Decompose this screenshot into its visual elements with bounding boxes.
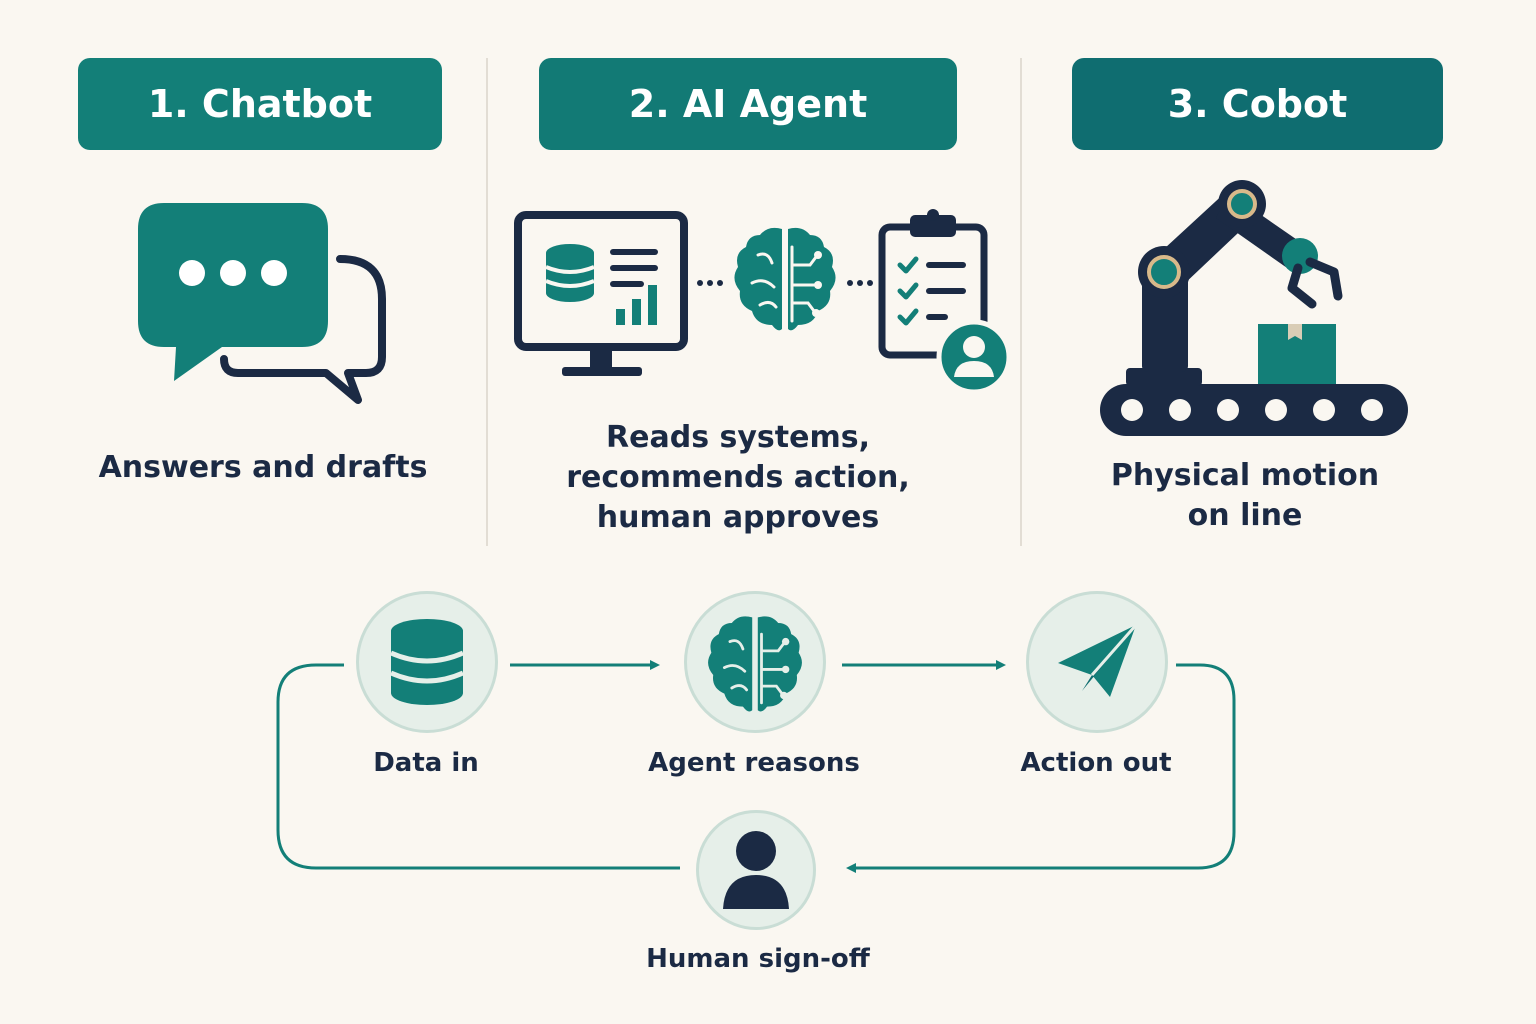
- monitor-icon: [514, 211, 688, 376]
- cobot-caption: Physical motion on line: [1110, 458, 1380, 533]
- paper-plane-icon: [1058, 624, 1138, 697]
- flow-step-data-in: [356, 591, 498, 733]
- ai-agent-caption: Reads systems, recommends action, human …: [566, 420, 910, 535]
- clipboard-icon: [878, 209, 1012, 395]
- flow-label-human-sign-off: Human sign-off: [646, 944, 870, 974]
- column-title: 2. AI Agent: [628, 82, 868, 126]
- database-icon: [389, 619, 465, 705]
- column-header-ai-agent: 2. AI Agent: [539, 58, 957, 150]
- chat-bubbles-icon: [138, 203, 386, 404]
- arrow-human-to-data: [276, 663, 680, 870]
- column-header-cobot: 3. Cobot: [1072, 58, 1443, 150]
- column-title: 1. Chatbot: [147, 82, 373, 126]
- flow-step-agent-reasons: [684, 591, 826, 733]
- chatbot-caption: Answers and drafts: [98, 450, 428, 485]
- robot-arm-icon: [1100, 180, 1408, 436]
- flow-label-data-in: Data in: [373, 748, 479, 778]
- column-divider: [486, 58, 488, 546]
- column-header-chatbot: 1. Chatbot: [78, 58, 442, 150]
- flow-step-human-sign-off: [696, 810, 816, 930]
- column-divider: [1020, 58, 1022, 546]
- brain-icon: [708, 616, 802, 712]
- flow-step-action-out: [1026, 591, 1168, 733]
- agent-workflow-icon: [514, 209, 1012, 395]
- person-icon: [723, 831, 789, 909]
- brain-icon: [734, 227, 836, 331]
- flow-label-agent-reasons: Agent reasons: [648, 748, 860, 778]
- flow-label-action-out: Action out: [1020, 748, 1172, 778]
- arrow-action-to-human: [846, 663, 1236, 873]
- column-title: 3. Cobot: [1167, 82, 1348, 126]
